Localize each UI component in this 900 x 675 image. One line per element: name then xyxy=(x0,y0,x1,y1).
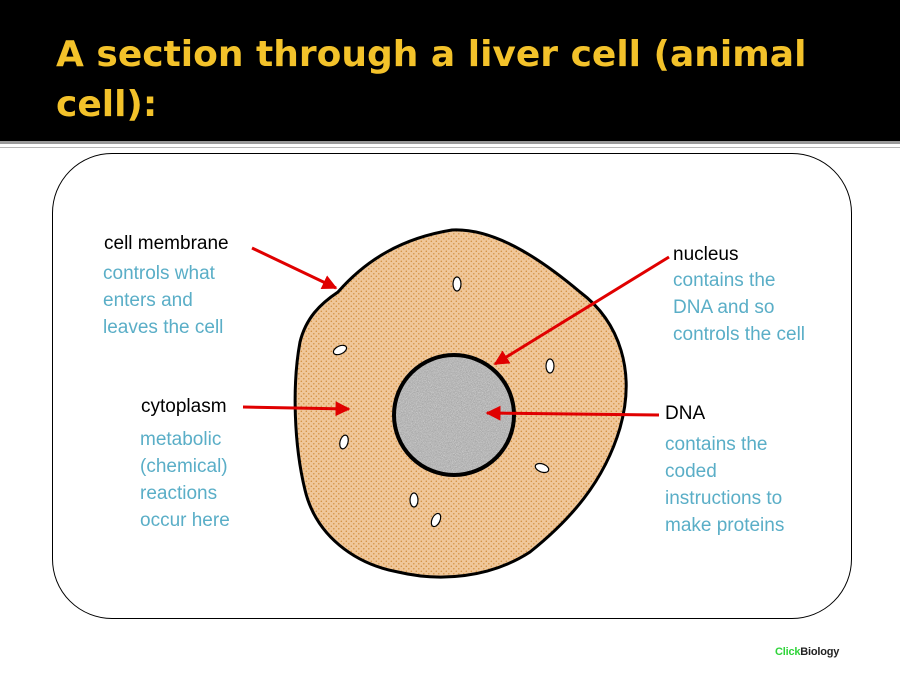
divider-line-thin xyxy=(0,147,900,148)
organelles xyxy=(332,276,555,528)
description-line: make proteins xyxy=(665,515,785,536)
credit-logo: ClickBiology xyxy=(775,646,839,658)
organelle-1 xyxy=(452,276,462,292)
credit-part-2: Biology xyxy=(800,646,840,658)
dna-description: contains the coded instructions to make … xyxy=(665,431,784,539)
cytoplasm-label: cytoplasm xyxy=(141,396,227,417)
description-line: DNA and so xyxy=(673,297,775,318)
description-line: (chemical) xyxy=(140,456,228,477)
description-line: controls the cell xyxy=(673,324,806,345)
description-line: coded xyxy=(665,461,717,482)
organelle-6 xyxy=(409,492,419,508)
description-line: metabolic xyxy=(140,429,222,450)
cell-membrane-label: cell membrane xyxy=(104,233,229,254)
description-line: contains the xyxy=(673,270,776,291)
nucleus-description: contains the DNA and so controls the cel… xyxy=(673,267,805,348)
description-line: instructions to xyxy=(665,488,783,509)
nucleus-label: nucleus xyxy=(673,244,739,265)
organelle-7 xyxy=(430,512,442,528)
credit-part-1: Click xyxy=(775,646,801,658)
title-bar xyxy=(0,0,900,141)
description-line: occur here xyxy=(140,510,230,531)
diagram-frame xyxy=(52,153,852,619)
arrow-cytoplasm xyxy=(242,401,351,417)
arrow-cell-membrane xyxy=(251,246,338,290)
nucleus xyxy=(392,353,516,477)
description-line: leaves the cell xyxy=(103,317,224,338)
description-line: reactions xyxy=(140,483,218,504)
description-line: enters and xyxy=(103,290,193,311)
organelle-2 xyxy=(332,344,348,356)
organelle-4 xyxy=(339,434,349,450)
arrow-nucleus xyxy=(493,255,670,366)
arrow-dna xyxy=(485,405,660,421)
organelle-5 xyxy=(534,462,550,474)
cytoplasm-description: metabolic (chemical) reactions occur her… xyxy=(140,426,230,534)
slide-title: A section through a liver cell (animal c… xyxy=(56,34,807,125)
description-line: contains the xyxy=(665,434,768,455)
dna-label: DNA xyxy=(665,403,706,424)
organelle-3 xyxy=(545,358,555,374)
divider-line xyxy=(0,141,900,144)
cell-membrane-description: controls what enters and leaves the cell xyxy=(103,260,223,341)
description-line: controls what xyxy=(103,263,215,284)
label-arrows xyxy=(242,246,670,421)
